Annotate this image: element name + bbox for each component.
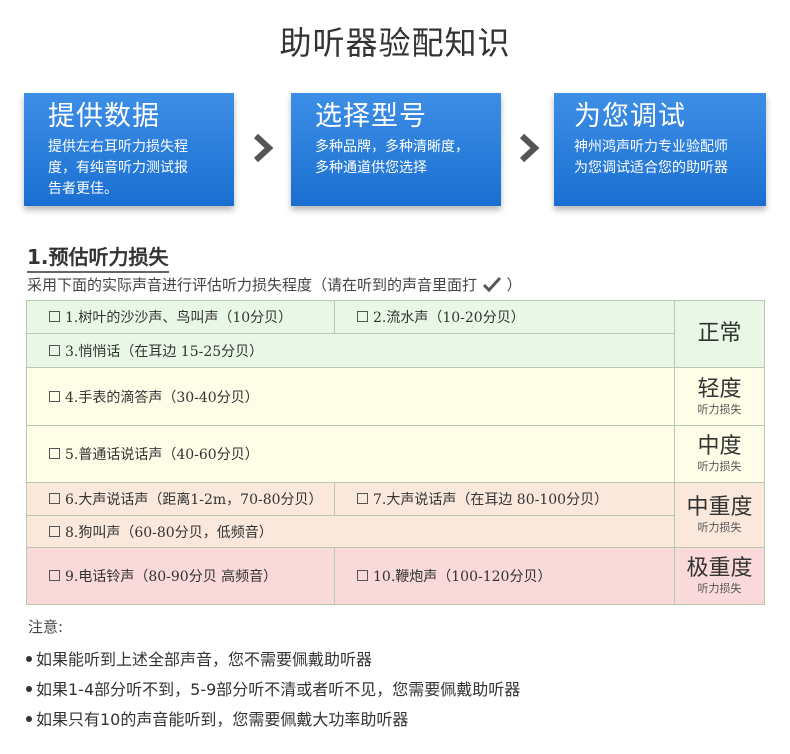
checkbox-icon[interactable]	[49, 311, 60, 322]
page-title: 助听器验配知识	[279, 24, 511, 62]
chevron-right-icon	[519, 133, 540, 163]
bullet-icon	[26, 656, 32, 662]
level-sublabel: 听力损失	[697, 521, 742, 534]
level-moderate: 中度听力损失	[674, 425, 765, 483]
level-label: 轻度	[697, 376, 742, 402]
level-label: 极重度	[686, 556, 753, 581]
checkbox-icon[interactable]	[49, 493, 60, 504]
section-title: 1.预估听力损失	[27, 241, 169, 273]
checkbox-item-7[interactable]: 7.大声说话声（在耳边 80-100分贝）	[334, 482, 675, 516]
level-sublabel: 听力损失	[697, 460, 742, 473]
step-line: 提供左右耳听力损失程	[48, 139, 188, 155]
level-label: 中重度	[686, 495, 753, 520]
step-heading: 选择型号	[315, 101, 427, 132]
checkbox-item-4[interactable]: 4.手表的滴答声（30-40分贝）	[26, 367, 675, 426]
checkbox-item-8[interactable]: 8.狗叫声（60-80分贝，低频音）	[26, 515, 675, 548]
checkbox-icon[interactable]	[357, 570, 368, 581]
step-provide-data: 提供数据 提供左右耳听力损失程 度，有纯音听力测试报 告者更佳。	[24, 93, 234, 206]
subtitle-text: 采用下面的实际声音进行评估听力损失程度（请在听到的声音里面打	[27, 276, 478, 294]
note-item: 如果只有10的声音能听到，您需要佩戴大功率助听器	[26, 706, 408, 730]
checkbox-item-10[interactable]: 10.鞭炮声（100-120分贝）	[334, 547, 675, 605]
checkbox-item-9[interactable]: 9.电话铃声（80-90分贝 高频音）	[26, 547, 335, 605]
level-label: 中度	[697, 434, 742, 459]
level-sublabel: 听力损失	[697, 582, 742, 595]
note-item: 如果1-4部分听不到，5-9部分听不清或者听不见，您需要佩戴助听器	[26, 676, 520, 700]
checkbox-item-3[interactable]: 3.悄悄话（在耳边 15-25分贝）	[26, 333, 675, 368]
step-line: 神州鸿声听力专业验配师	[574, 139, 728, 155]
step-line: 多种品牌，多种清晰度，	[315, 139, 469, 155]
item-label: 4.手表的滴答声（30-40分贝）	[65, 389, 259, 406]
bullet-icon	[26, 686, 32, 692]
level-normal: 正常	[674, 300, 765, 368]
step-heading: 为您调试	[574, 101, 686, 132]
step-fitting: 为您调试 神州鸿声听力专业验配师 为您调试适合您的助听器	[554, 93, 766, 206]
checkmark-icon	[482, 276, 501, 293]
step-description: 提供左右耳听力损失程 度，有纯音听力测试报 告者更佳。	[48, 137, 222, 200]
note-text: 如果能听到上述全部声音，您不需要佩戴助听器	[36, 650, 373, 669]
checkbox-icon[interactable]	[357, 493, 368, 504]
level-label: 正常	[697, 321, 742, 346]
item-label: 7.大声说话声（在耳边 80-100分贝）	[373, 492, 609, 508]
section-subtitle: 采用下面的实际声音进行评估听力损失程度（请在听到的声音里面打 ）	[27, 274, 522, 295]
chevron-right-icon	[253, 133, 274, 163]
checkbox-icon[interactable]	[49, 344, 60, 356]
item-label: 6.大声说话声（距离1-2m，70-80分贝）	[65, 492, 323, 508]
checkbox-item-6[interactable]: 6.大声说话声（距离1-2m，70-80分贝）	[26, 482, 335, 516]
level-moderately-severe: 中重度听力损失	[674, 482, 765, 548]
item-label: 3.悄悄话（在耳边 15-25分贝）	[65, 343, 264, 360]
item-label: 2.流水声（10-20分贝）	[373, 310, 525, 326]
item-label: 1.树叶的沙沙声、鸟叫声（10分贝）	[65, 310, 293, 326]
checkbox-item-5[interactable]: 5.普通话说话声（40-60分贝）	[26, 425, 675, 483]
item-label: 8.狗叫声（60-80分贝，低频音）	[65, 524, 273, 541]
item-label: 5.普通话说话声（40-60分贝）	[65, 447, 259, 463]
level-severe: 极重度听力损失	[674, 547, 765, 605]
note-text: 如果1-4部分听不到，5-9部分听不清或者听不见，您需要佩戴助听器	[36, 680, 521, 699]
notes-title: 注意:	[28, 618, 64, 636]
checkbox-icon[interactable]	[49, 570, 60, 581]
subtitle-text-end: ）	[506, 276, 522, 294]
note-item: 如果能听到上述全部声音，您不需要佩戴助听器	[26, 646, 372, 670]
item-label: 10.鞭炮声（100-120分贝）	[373, 569, 552, 585]
step-line: 为您调试适合您的助听器	[574, 160, 728, 176]
step-line: 多种通道供您选择	[315, 160, 427, 176]
note-text: 如果只有10的声音能听到，您需要佩戴大功率助听器	[36, 710, 409, 729]
step-description: 多种品牌，多种清晰度， 多种通道供您选择	[315, 137, 489, 179]
checkbox-icon[interactable]	[49, 390, 60, 402]
checkbox-icon[interactable]	[357, 311, 368, 322]
checkbox-icon[interactable]	[49, 525, 60, 537]
checkbox-icon[interactable]	[49, 448, 60, 459]
level-mild: 轻度听力损失	[674, 367, 765, 426]
step-description: 神州鸿声听力专业验配师 为您调试适合您的助听器	[574, 137, 754, 179]
checkbox-item-2[interactable]: 2.流水声（10-20分贝）	[334, 300, 675, 334]
bullet-icon	[26, 716, 32, 722]
step-select-model: 选择型号 多种品牌，多种清晰度， 多种通道供您选择	[291, 93, 501, 206]
checkbox-item-1[interactable]: 1.树叶的沙沙声、鸟叫声（10分贝）	[26, 300, 335, 334]
step-line: 度，有纯音听力测试报	[48, 160, 188, 176]
level-sublabel: 听力损失	[697, 402, 742, 416]
step-heading: 提供数据	[48, 101, 160, 132]
hearing-loss-table: 1.树叶的沙沙声、鸟叫声（10分贝） 2.流水声（10-20分贝） 正常 3.悄…	[26, 300, 765, 605]
item-label: 9.电话铃声（80-90分贝 高频音）	[65, 569, 278, 585]
step-line: 告者更佳。	[48, 181, 118, 197]
